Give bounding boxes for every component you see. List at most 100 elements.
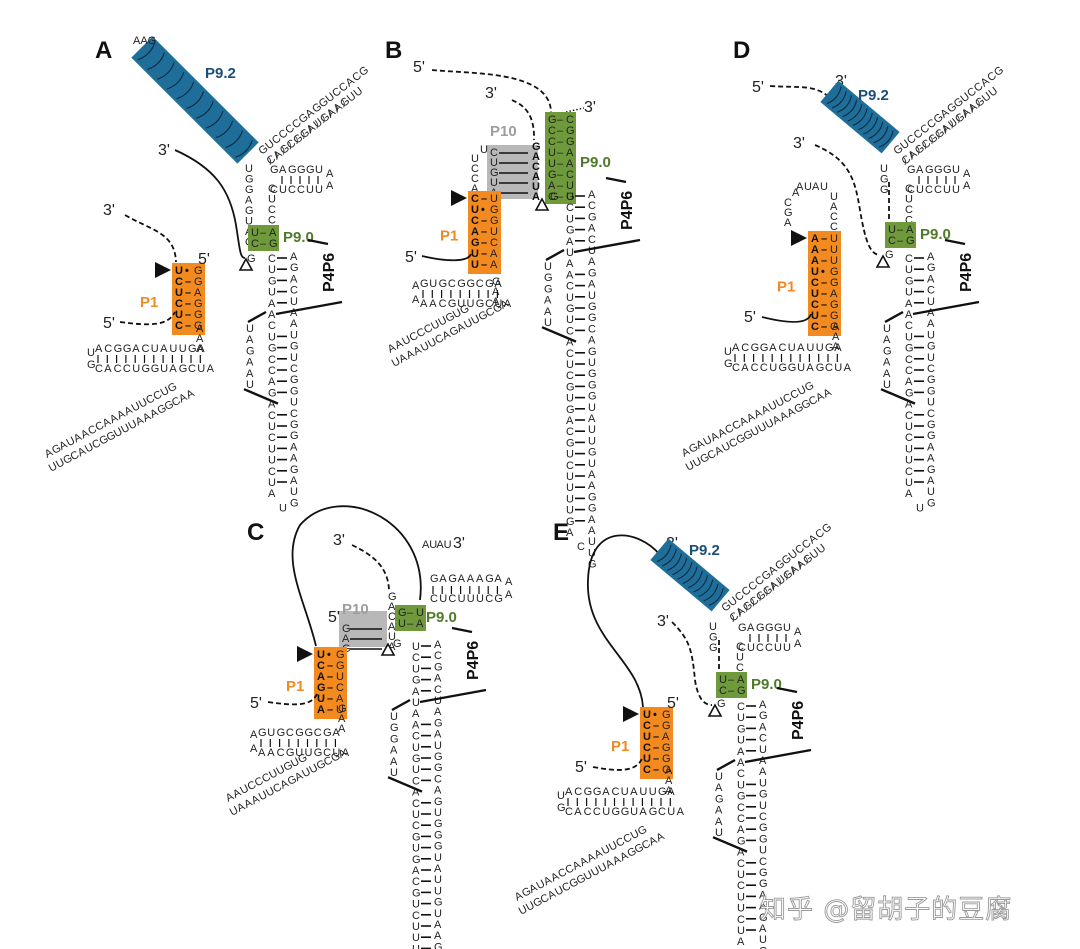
main-stem-left-nt: G	[566, 303, 575, 315]
main-stem-left-nt: A	[412, 686, 420, 698]
c-p9-top-nt: G	[448, 573, 457, 585]
base-pair-bond: –	[481, 226, 487, 238]
main-stem-right-nt: U	[588, 245, 596, 257]
five-prime-label: 5'	[405, 249, 417, 266]
p2-top-nt: G	[439, 278, 448, 290]
main-stem-right-nt: A	[290, 475, 298, 487]
p10-right-nt: U	[388, 631, 396, 643]
p9-0-right-nt: G	[906, 235, 915, 247]
main-stem-left-nt: U	[737, 712, 745, 724]
p9-2-helix	[650, 538, 730, 612]
main-stem-left-nt: C	[905, 410, 913, 422]
p9-0-right-nt: G	[269, 238, 278, 250]
main-stem-right-nt: U	[588, 357, 596, 369]
panel-letter-a: A	[95, 37, 112, 64]
p10-right-nt: A	[388, 621, 396, 633]
p9-arm-pair-glyph	[321, 114, 325, 124]
main-stem-right-nt: A	[588, 223, 596, 235]
p9-arm-pair-glyph	[770, 582, 775, 591]
p9-arm-pair-glyph	[909, 151, 913, 160]
main-stem-right-nt: A	[759, 755, 767, 767]
main-stem-right-nt: C	[588, 200, 596, 212]
p9-1-top-nt: G	[270, 164, 279, 176]
main-stem-left-nt: C	[905, 354, 913, 366]
p1-right-nt: U	[830, 255, 838, 267]
wobble-pair-dot: •	[481, 204, 485, 216]
p1-right-nt: G	[662, 742, 671, 754]
main-stem-right-nt: A	[434, 639, 442, 651]
main-stem-left-nt: U	[268, 331, 276, 343]
p9-arm-pair-glyph	[929, 135, 933, 145]
j-tail-nt: G	[390, 722, 399, 734]
p2-bottom-nt: C	[565, 806, 573, 818]
j-tail-nt: A	[883, 357, 891, 369]
base-pair-bond: –	[653, 720, 659, 732]
p10-helix-highlight	[487, 145, 538, 199]
j-tail-nt: G	[246, 345, 255, 357]
p2-top-nt: G	[277, 727, 286, 739]
p9-2-label: P9.2	[205, 65, 236, 82]
p4p6-junction-line	[247, 310, 267, 324]
p1-tail-nt: A	[665, 775, 673, 787]
p2-top-nt: U	[621, 786, 629, 798]
p4p6-bracket-line	[275, 300, 343, 316]
p1-tail-nt: A	[338, 713, 346, 725]
panel-e: E 3'P9.2GUCCCCGAGGUCCACGCAGCGGAUGAAGUUUG…	[513, 519, 834, 949]
base-pair-bond: –	[821, 321, 827, 333]
p4p6-bracket-line	[307, 238, 329, 246]
p9-1-bottom-nt: C	[925, 184, 933, 196]
three-prime-label: 3'	[835, 73, 847, 90]
base-pair-bond: –	[407, 618, 414, 630]
p9-2-base-pair-glyph	[837, 95, 852, 113]
j9-strand-nt: G	[245, 184, 254, 196]
base-pair-bond: –	[821, 277, 827, 289]
main-stem-left-nt: U	[737, 735, 745, 747]
p9-2-base-pair-glyph	[868, 121, 884, 140]
main-stem-left-nt: G	[566, 404, 575, 416]
p9-0-helix-highlight	[716, 672, 747, 698]
p9-1-bottom-nt: U	[315, 184, 323, 196]
j-tail-nt: U	[544, 317, 552, 329]
main-stem-right-nt: A	[588, 469, 596, 481]
main-stem-right-nt: A	[927, 307, 935, 319]
p1-left-nt: A	[811, 255, 819, 267]
crossing-line	[712, 836, 748, 853]
main-stem-left-nt: C	[566, 426, 574, 438]
d-loop-nt: U	[804, 181, 812, 193]
p9-1-top-nt: A	[279, 164, 287, 176]
main-stem-left-nt: U	[412, 663, 420, 675]
five-prime-label: 5'	[328, 609, 340, 626]
main-stem-right-nt: G	[759, 878, 768, 890]
j-tail-nt: U	[390, 767, 398, 779]
p10-label: P10	[342, 601, 369, 618]
c-p9-bottom-nt: U	[476, 593, 484, 605]
main-stem-left-nt: U	[566, 359, 574, 371]
main-stem-right-nt: C	[927, 285, 935, 297]
p9-1-bottom-nt: C	[934, 184, 942, 196]
p2-top-nt: G	[485, 278, 494, 290]
j-tail-nt: U	[883, 379, 891, 391]
main-stem-left-nt: A	[737, 746, 745, 758]
omega-g-nt: G	[885, 249, 894, 261]
p2-bottom-nt: C	[485, 298, 493, 310]
main-stem-right-nt: A	[927, 475, 935, 487]
d-loop-nt: A	[784, 217, 792, 229]
j-tail-nt: A	[715, 805, 723, 817]
p1-right-nt: G	[830, 266, 839, 278]
main-stem-right-nt: G	[927, 385, 936, 397]
main-stem-right-nt: G	[588, 211, 597, 223]
main-stem-left-nt: A	[268, 488, 276, 500]
p2-bottom-nt: C	[760, 362, 768, 374]
p9-1-top-nt: G	[943, 164, 952, 176]
p4p6-bracket-line	[776, 686, 798, 694]
base-pair-bond: –	[185, 309, 191, 321]
p9-arm-pair-glyph	[730, 613, 735, 623]
j9-strand-nt: G	[245, 174, 254, 186]
three-prime-label: 3'	[103, 202, 115, 219]
p9-0-label: P9.0	[283, 229, 314, 246]
p9-2-base-pair-glyph	[196, 101, 214, 119]
main-stem-left-nt: A	[412, 787, 420, 799]
p1-right-nt: G	[194, 298, 203, 310]
p1-tail-nt: A	[665, 765, 673, 777]
main-stem-right-nt: G	[927, 497, 936, 509]
